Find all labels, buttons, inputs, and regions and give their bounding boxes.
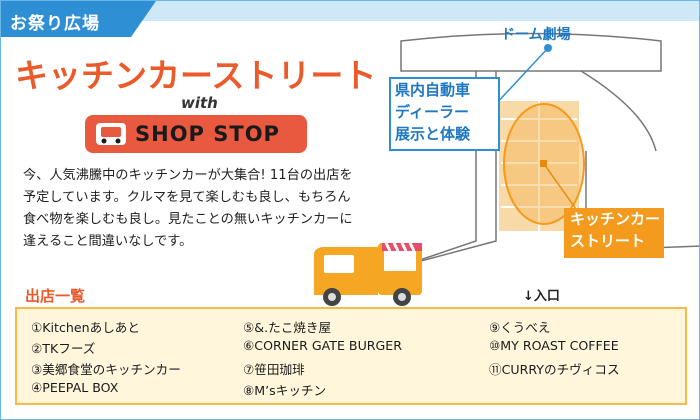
- shop-item-6: ⑥CORNER GATE BURGER: [243, 338, 403, 353]
- shop-item-11: ⑪CURRYのチヴィコス: [489, 362, 620, 377]
- kitchen-callout-line-2: ストリート: [570, 232, 646, 250]
- dealer-callout-line-1: 県内自動車: [395, 81, 471, 99]
- page-title: キッチンカーストリート: [15, 56, 377, 95]
- description-line-3: 食べ物を楽しむも良し。見たことの無いキッチンカーに: [23, 212, 353, 227]
- kitchen-callout-line-1: キッチンカー: [570, 210, 661, 228]
- dome-label: ドーム劇場: [501, 27, 571, 43]
- shop-list-heading: 出店一覧: [25, 287, 86, 305]
- kitchen-truck-icon: [314, 242, 422, 306]
- dealer-callout: 県内自動車 ディーラー 展示と体験: [389, 77, 500, 151]
- shop-item-9: ⑨くうべえ: [489, 320, 551, 335]
- shop-item-2: ②TKフーズ: [31, 341, 96, 356]
- shop-item-7: ⑦笹田珈琲: [243, 362, 305, 377]
- dealer-callout-line-2: ディーラー: [395, 103, 469, 121]
- car-icon: [96, 123, 126, 145]
- shop-item-10: ⑩MY ROAST COFFEE: [489, 338, 619, 353]
- logo-text: SHOP STOP: [135, 122, 280, 146]
- with-label: with: [181, 94, 218, 112]
- kitchen-street-callout: キッチンカー ストリート: [564, 208, 664, 258]
- description-line-2: 予定しています。クルマを見て楽しむも良し、もちろん: [23, 190, 351, 205]
- shop-list: ①Kitchenあしあと ②TKフーズ ③美郷食堂のキッチンカー ④PEEPAL…: [15, 307, 687, 405]
- description-line-1: 今、人気沸騰中のキッチンカーが大集合! 11台の出店を: [23, 168, 353, 183]
- shop-item-4: ④PEEPAL BOX: [31, 380, 119, 395]
- header-tab: お祭り広場: [1, 1, 156, 39]
- header-tab-shape: [1, 1, 156, 37]
- shop-item-8: ⑧M’sキッチン: [243, 383, 327, 398]
- entrance-label: ↓入口: [523, 289, 560, 304]
- shop-stop-logo: SHOP STOP: [85, 115, 307, 153]
- description-line-4: 逢えること間違いなしです。: [23, 234, 193, 249]
- description: 今、人気沸騰中のキッチンカーが大集合! 11台の出店を 予定しています。クルマを…: [23, 165, 413, 253]
- dealer-callout-line-3: 展示と体験: [395, 125, 471, 143]
- header-band: [1, 1, 699, 21]
- shop-item-5: ⑤&.たこ焼き屋: [243, 320, 332, 335]
- shop-item-3: ③美郷食堂のキッチンカー: [31, 362, 181, 377]
- shop-item-1: ①Kitchenあしあと: [31, 320, 140, 335]
- header-tab-label: お祭り広場: [10, 14, 100, 34]
